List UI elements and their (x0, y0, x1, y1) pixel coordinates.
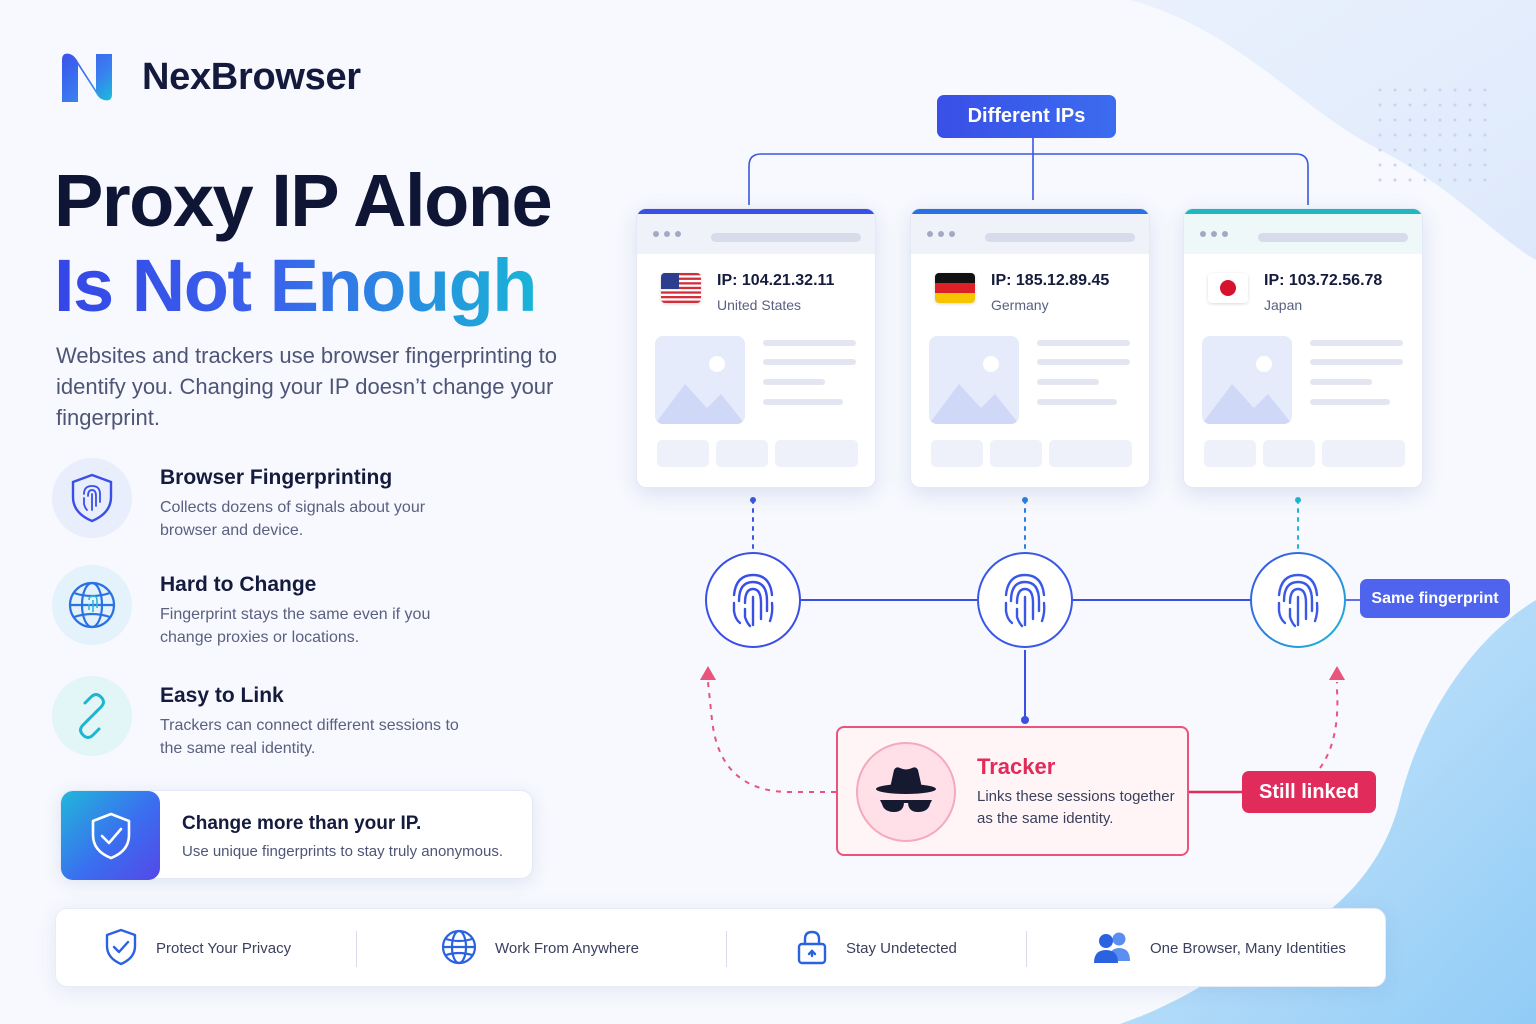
country-name: Japan (1264, 297, 1303, 313)
feature-title: Browser Fingerprinting (160, 466, 393, 489)
link-icon (52, 676, 132, 756)
fingerprint-icon (1249, 551, 1347, 649)
headline-line-2: Is Not Enough (54, 244, 538, 327)
still-linked-label: Still linked (1242, 771, 1376, 813)
cta-desc: Use unique fingerprints to stay truly an… (182, 843, 503, 860)
shield-check-icon (104, 928, 138, 970)
browser-window-jp: IP: 103.72.56.78 Japan (1183, 208, 1423, 488)
subtitle: Websites and trackers use browser finger… (56, 343, 557, 430)
image-placeholder-icon (929, 336, 1019, 424)
country-name: Germany (991, 297, 1049, 313)
benefit-label: Stay Undetected (846, 940, 957, 957)
feature-hard-to-change: Hard to Change Fingerprint stays the sam… (52, 565, 460, 649)
tracker-title: Tracker (977, 754, 1056, 779)
tracker-desc: Links these sessions together as the sam… (977, 788, 1175, 827)
feature-browser-fingerprinting: Browser Fingerprinting Collects dozens o… (52, 458, 460, 542)
lock-icon (796, 929, 828, 969)
feature-title: Hard to Change (160, 573, 317, 596)
feature-easy-to-link: Easy to Link Trackers can connect differ… (52, 676, 460, 760)
benefit-many-identities: One Browser, Many Identities (1092, 909, 1346, 988)
benefit-label: Protect Your Privacy (156, 940, 292, 957)
benefit-protect-privacy: Protect Your Privacy (104, 909, 291, 988)
ip-address: IP: 104.21.32.11 (717, 272, 835, 289)
globe-icon (441, 929, 477, 969)
browser-window-us: IP: 104.21.32.11 United States (636, 208, 876, 488)
brand-logo[interactable]: NexBrowser (58, 50, 361, 104)
spy-icon (856, 742, 956, 842)
globe-icon (52, 565, 132, 645)
fingerprint-icon (704, 551, 802, 649)
feature-desc: Fingerprint stays the same even if you c… (160, 606, 431, 646)
feature-desc: Trackers can connect different sessions … (160, 717, 459, 757)
ip-address: IP: 103.72.56.78 (1264, 272, 1383, 289)
jp-flag-icon (1208, 273, 1248, 303)
benefit-label: One Browser, Many Identities (1150, 940, 1346, 957)
us-flag-icon (661, 273, 701, 303)
brand-name: NexBrowser (142, 55, 361, 98)
benefit-work-anywhere: Work From Anywhere (441, 909, 639, 988)
bottom-benefits-bar: Protect Your Privacy Work From Anywhere … (55, 908, 1386, 987)
different-ips-label: Different IPs (937, 95, 1116, 138)
shield-fingerprint-icon (52, 458, 132, 538)
cta-card[interactable]: Change more than your IP. Use unique fin… (60, 790, 533, 880)
tracker-card: Tracker Links these sessions together as… (836, 726, 1189, 856)
benefit-stay-undetected: Stay Undetected (796, 909, 957, 988)
image-placeholder-icon (655, 336, 745, 424)
de-flag-icon (935, 273, 975, 303)
feature-desc: Collects dozens of signals about your br… (160, 499, 426, 539)
shield-check-icon (61, 791, 160, 880)
benefit-label: Work From Anywhere (495, 940, 639, 957)
ip-address: IP: 185.12.89.45 (991, 272, 1110, 289)
image-placeholder-icon (1202, 336, 1292, 424)
fingerprint-icon (976, 551, 1074, 649)
country-name: United States (717, 297, 802, 313)
same-fingerprint-label: Same fingerprint (1360, 579, 1510, 618)
feature-title: Easy to Link (160, 684, 284, 707)
nexbrowser-logo-icon (62, 53, 112, 102)
cta-title: Change more than your IP. (182, 813, 422, 834)
users-icon (1092, 931, 1132, 967)
headline-line-1: Proxy IP Alone (54, 159, 553, 242)
browser-window-de: IP: 185.12.89.45 Germany (910, 208, 1150, 488)
